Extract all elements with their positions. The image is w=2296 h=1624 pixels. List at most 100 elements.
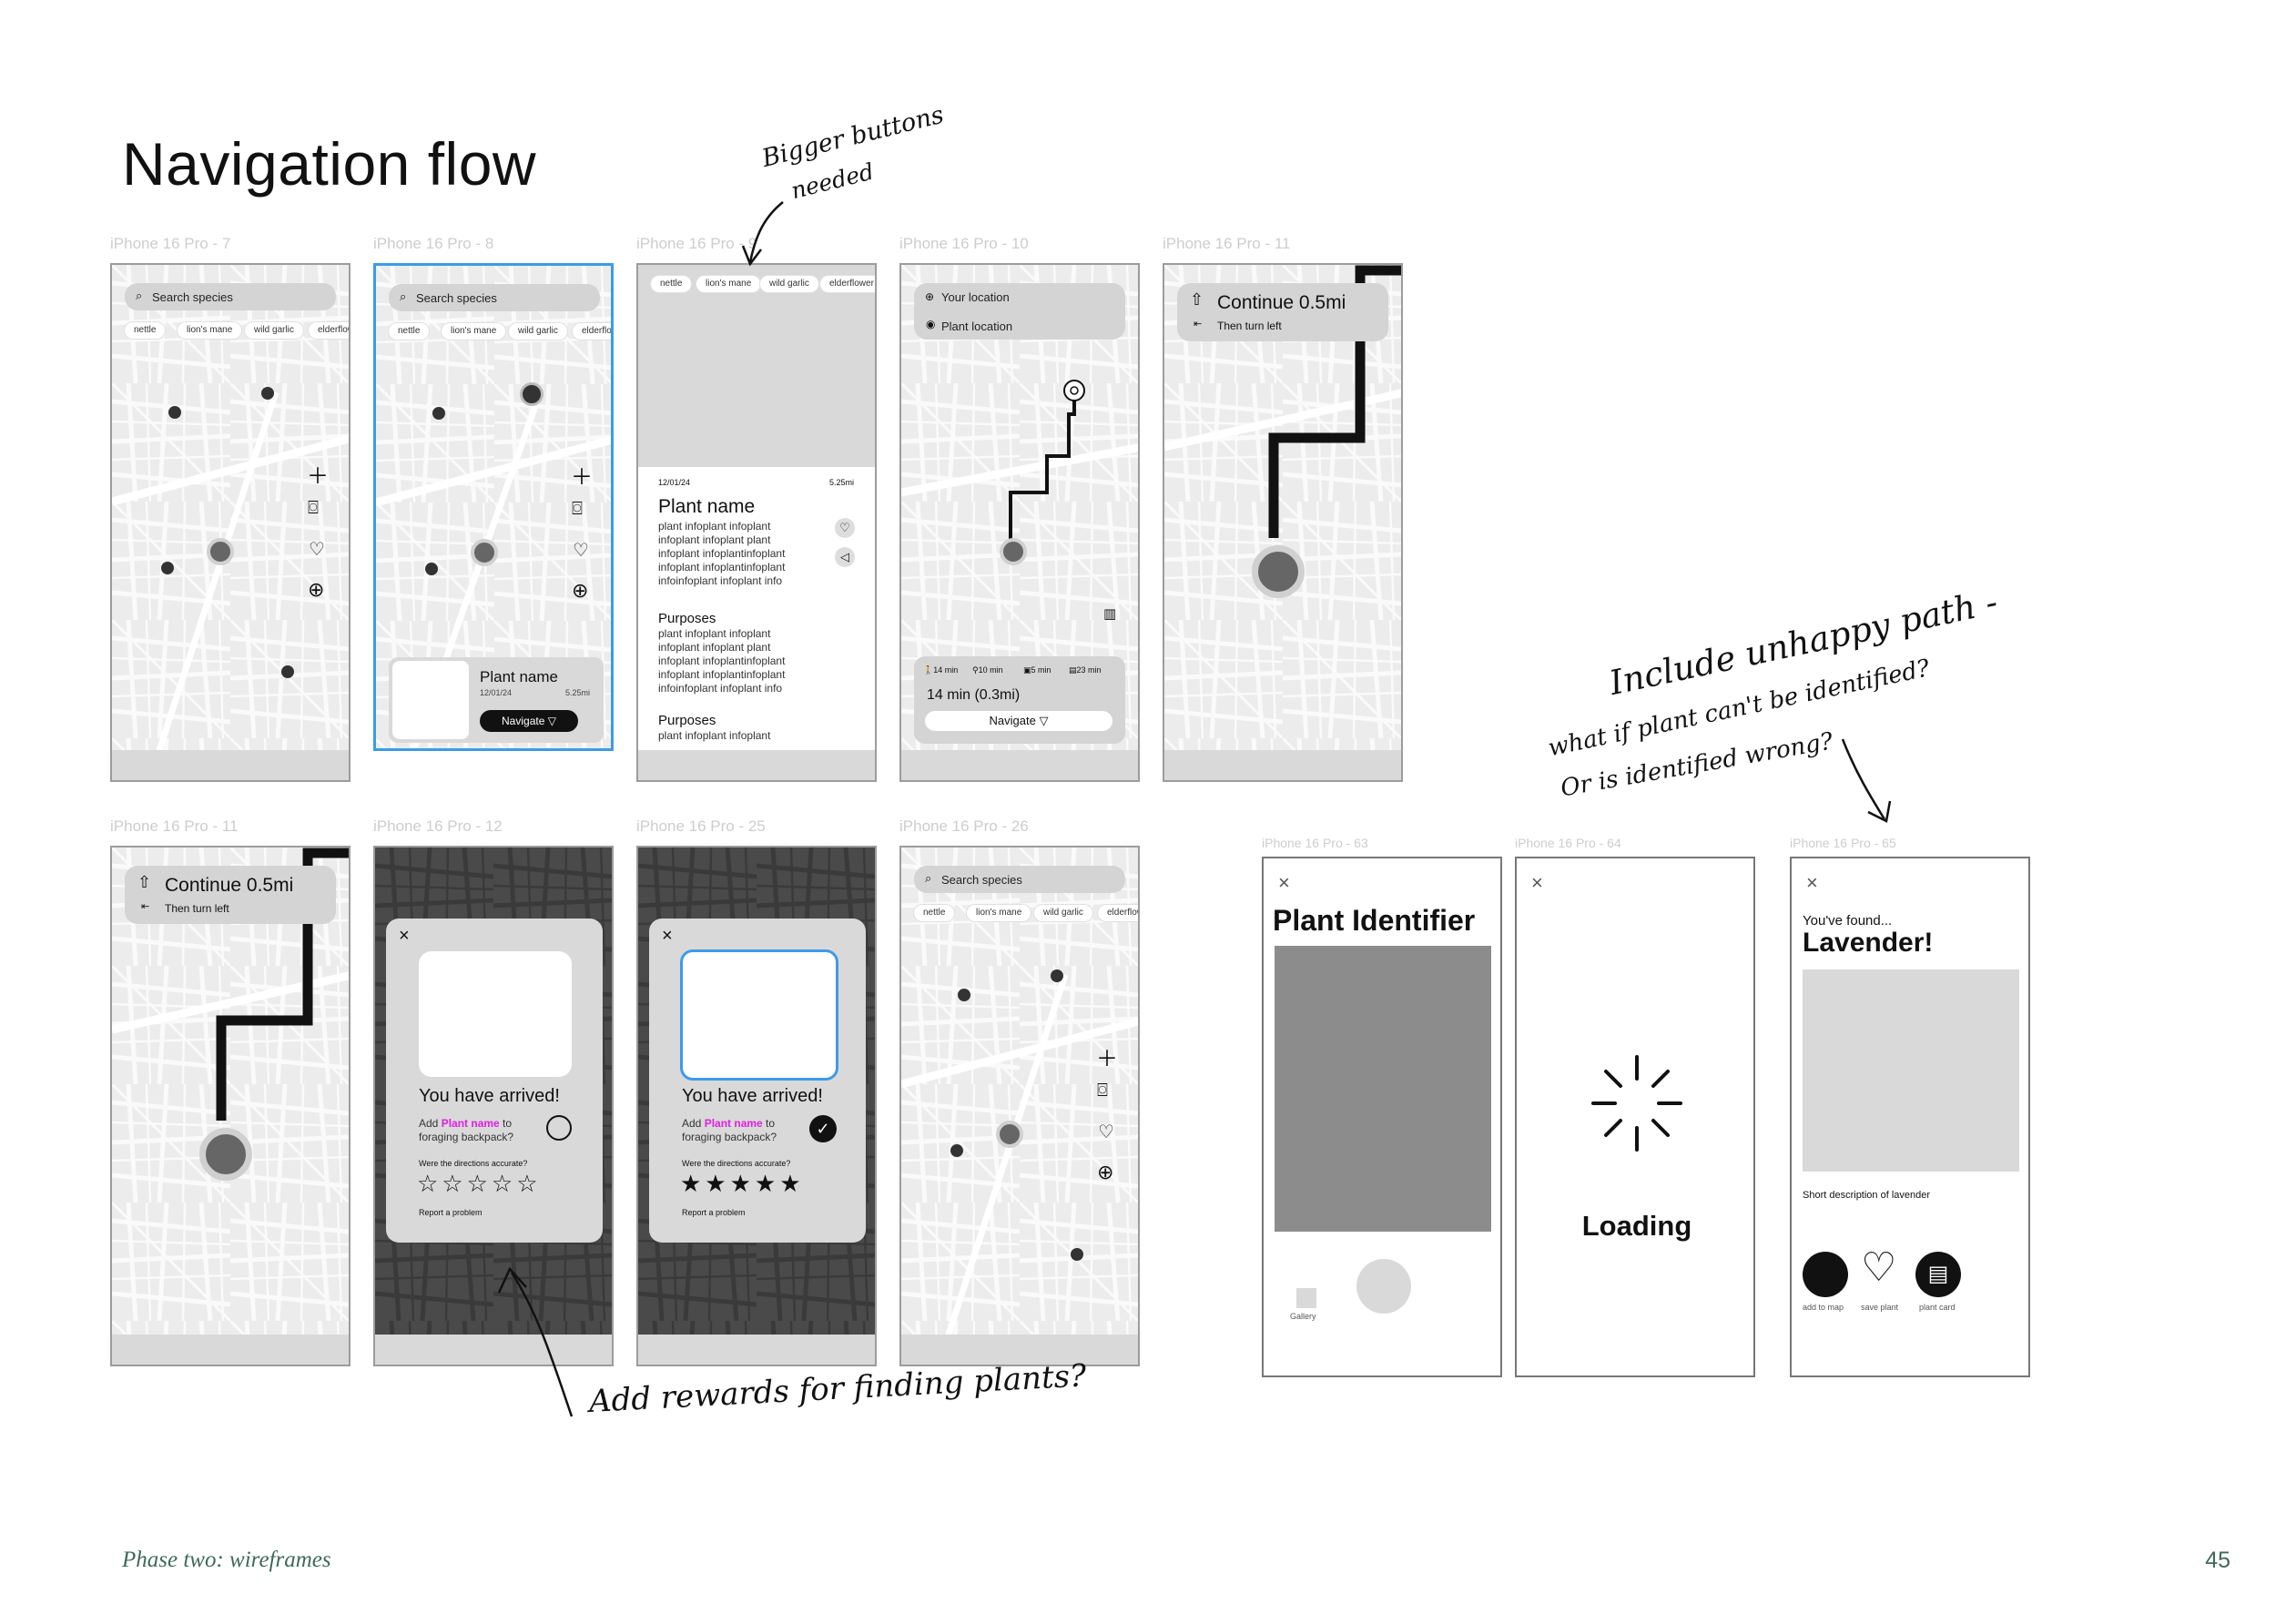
loading-label: Loading xyxy=(1581,1210,1692,1242)
heart-icon[interactable]: ♡ xyxy=(835,518,855,538)
frame-map-search: ⌕ Search species nettle lion's mane wild… xyxy=(110,263,350,782)
plant-marker[interactable] xyxy=(281,665,294,678)
plant-marker[interactable] xyxy=(958,989,970,1001)
plant-card[interactable]: Plant name 12/01/24 5.25mi Navigate ▽ xyxy=(389,657,604,743)
shutter-button[interactable] xyxy=(1356,1259,1411,1314)
locate-icon[interactable]: ⊕ xyxy=(1097,1161,1114,1183)
plant-location-field[interactable]: Plant location xyxy=(941,320,1013,333)
user-location-dot xyxy=(471,539,498,566)
chip-elderflower[interactable]: elderflower xyxy=(573,323,611,340)
annotation-rewards: Add rewards for finding plants? xyxy=(588,1357,1088,1420)
plus-icon[interactable]: ＋ xyxy=(1096,1047,1118,1071)
camera-icon[interactable]: ⌼ xyxy=(1097,1081,1108,1101)
search-bar[interactable]: ⌕ Search species xyxy=(914,866,1125,893)
plant-name: Plant name xyxy=(480,668,558,685)
chip-lions-mane[interactable]: lion's mane xyxy=(442,323,506,340)
chip-nettle[interactable]: nettle xyxy=(651,276,692,292)
location-icon: ⊕ xyxy=(925,290,935,303)
purpose-line: infoinfoplant infoplant info xyxy=(658,682,783,695)
plant-marker[interactable] xyxy=(168,406,181,419)
user-location-dot xyxy=(199,1128,252,1181)
heart-icon[interactable]: ♡ xyxy=(1098,1122,1114,1142)
navigate-button[interactable]: Navigate ▽ xyxy=(480,710,578,732)
map[interactable] xyxy=(1164,265,1403,782)
search-bar[interactable]: ⌕ Search species xyxy=(389,284,600,311)
chip-wild-garlic[interactable]: wild garlic xyxy=(245,322,303,339)
plus-icon[interactable]: ＋ xyxy=(571,465,593,490)
mode-walk[interactable]: 🚶14 min xyxy=(923,665,959,675)
plant-marker[interactable] xyxy=(425,563,438,575)
check-icon[interactable]: ✓ xyxy=(809,1115,837,1142)
chip-lions-mane[interactable]: lion's mane xyxy=(967,905,1031,921)
your-location-field[interactable]: Your location xyxy=(941,290,1010,304)
mode-transit[interactable]: ▤23 min xyxy=(1069,665,1102,675)
camera-icon[interactable]: ⌼ xyxy=(308,498,319,518)
chip-nettle[interactable]: nettle xyxy=(914,905,955,921)
chip-wild-garlic[interactable]: wild garlic xyxy=(1034,905,1092,921)
frame-loading: × Loading xyxy=(1515,857,1755,1377)
frame-label: iPhone 16 Pro - 63 xyxy=(1262,836,1368,850)
chip-elderflower[interactable]: elderflower xyxy=(820,276,875,292)
mode-car[interactable]: ▣5 min xyxy=(1023,665,1051,675)
mode-bike[interactable]: ⚲10 min xyxy=(972,665,1003,675)
add-suffix: to xyxy=(499,1117,513,1130)
plus-icon[interactable]: ＋ xyxy=(307,464,329,489)
chip-elderflower[interactable]: elderflower xyxy=(1098,905,1138,921)
heart-icon[interactable]: ♡ xyxy=(309,540,325,560)
map[interactable] xyxy=(112,265,350,782)
home-bar xyxy=(112,750,349,780)
heart-icon[interactable]: ♡ xyxy=(573,541,589,561)
chip-elderflower[interactable]: elderflower xyxy=(309,322,349,339)
close-icon[interactable]: × xyxy=(662,926,673,946)
close-icon[interactable]: × xyxy=(1278,871,1290,894)
plant-marker[interactable] xyxy=(950,1144,963,1157)
send-icon[interactable]: ◁ xyxy=(835,547,855,567)
route-eta: 14 min (0.3mi) xyxy=(927,687,1021,703)
add-to-map-button[interactable] xyxy=(1803,1252,1848,1297)
close-icon[interactable]: × xyxy=(399,926,410,946)
plant-marker[interactable] xyxy=(161,562,174,574)
add-to-backpack-toggle[interactable] xyxy=(546,1115,572,1141)
search-input[interactable]: Search species xyxy=(152,290,233,304)
arrow-up-icon: ⇧ xyxy=(137,873,152,891)
report-problem-link[interactable]: Report a problem xyxy=(419,1208,483,1217)
home-bar xyxy=(901,750,1138,780)
clipboard-icon[interactable]: ▤ xyxy=(1915,1252,1961,1297)
close-icon[interactable]: × xyxy=(1531,871,1543,894)
route-endpoints-panel[interactable]: ⊕ Your location ◉ Plant location xyxy=(914,283,1125,340)
chip-lions-mane[interactable]: lion's mane xyxy=(696,276,761,292)
close-icon[interactable]: × xyxy=(1806,871,1818,894)
plant-marker-selected[interactable] xyxy=(520,382,544,406)
report-problem-link[interactable]: Report a problem xyxy=(682,1208,746,1217)
plant-image-selected[interactable] xyxy=(680,949,838,1081)
chip-lions-mane[interactable]: lion's mane xyxy=(178,322,242,339)
chip-wild-garlic[interactable]: wild garlic xyxy=(760,276,818,292)
mode-bike-time: 10 min xyxy=(978,665,1003,675)
search-input[interactable]: Search species xyxy=(416,291,497,305)
gallery-thumbnail[interactable] xyxy=(1296,1288,1316,1308)
heart-icon[interactable]: ♡ xyxy=(1861,1245,1897,1290)
locate-icon[interactable]: ⊕ xyxy=(572,579,589,602)
search-bar[interactable]: ⌕ Search species xyxy=(125,283,336,310)
identifier-title: Plant Identifier xyxy=(1273,904,1476,937)
plant-marker[interactable] xyxy=(261,387,274,400)
plant-marker[interactable] xyxy=(1071,1248,1083,1261)
map-icon[interactable]: ▥ xyxy=(1103,606,1117,622)
camera-icon[interactable]: ⌼ xyxy=(572,499,583,519)
chip-nettle[interactable]: nettle xyxy=(125,322,166,339)
navigate-button[interactable]: Navigate ▽ xyxy=(925,711,1112,731)
add-to-map-label: add to map xyxy=(1803,1303,1844,1312)
plant-marker[interactable] xyxy=(1051,969,1063,982)
chip-nettle[interactable]: nettle xyxy=(389,323,430,340)
arrow-up-icon: ⇧ xyxy=(1190,290,1204,309)
plant-image xyxy=(1803,969,2019,1172)
rating-stars-filled[interactable]: ★★★★★ xyxy=(680,1170,805,1197)
chip-wild-garlic[interactable]: wild garlic xyxy=(509,323,567,340)
search-input[interactable]: Search species xyxy=(941,873,1022,887)
rating-stars[interactable]: ☆☆☆☆☆ xyxy=(417,1170,542,1197)
locate-icon[interactable]: ⊕ xyxy=(308,578,325,601)
map[interactable] xyxy=(112,848,350,1366)
desc-line: infoplant infoplant plant xyxy=(658,533,771,546)
plant-marker[interactable] xyxy=(432,407,445,420)
map[interactable] xyxy=(901,848,1140,1366)
